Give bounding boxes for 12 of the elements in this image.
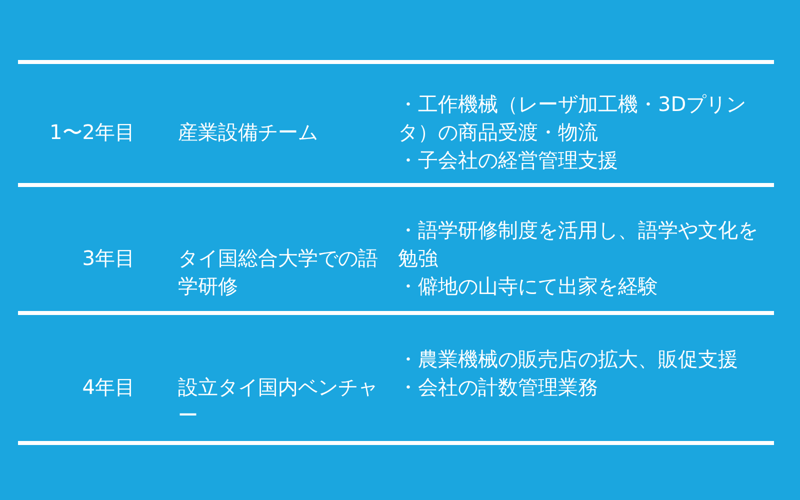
duty-item: ・子会社の経営管理支援 — [398, 147, 619, 174]
role-text: 設立タイ国内ベンチャー — [178, 374, 379, 429]
year-label: 3年目 — [81, 245, 135, 272]
duty-item: ・工作機械（レーザ加工機・3Dプリンタ）の商品受渡・物流 — [398, 91, 748, 146]
duty-item: ・僻地の山寺にて出家を経験 — [398, 273, 659, 300]
role-text: 産業設備チーム — [178, 119, 319, 146]
duty-item: ・会社の計数管理業務 — [398, 374, 599, 401]
duty-item: ・語学研修制度を活用し、語学や文化を勉強 — [398, 217, 759, 272]
duty-item: ・農業機械の販売店の拡大、販促支援 — [398, 346, 739, 373]
role-text: タイ国総合大学での語学研修 — [178, 245, 379, 300]
year-label: 1〜2年目 — [48, 119, 135, 146]
year-label: 4年目 — [81, 374, 135, 401]
